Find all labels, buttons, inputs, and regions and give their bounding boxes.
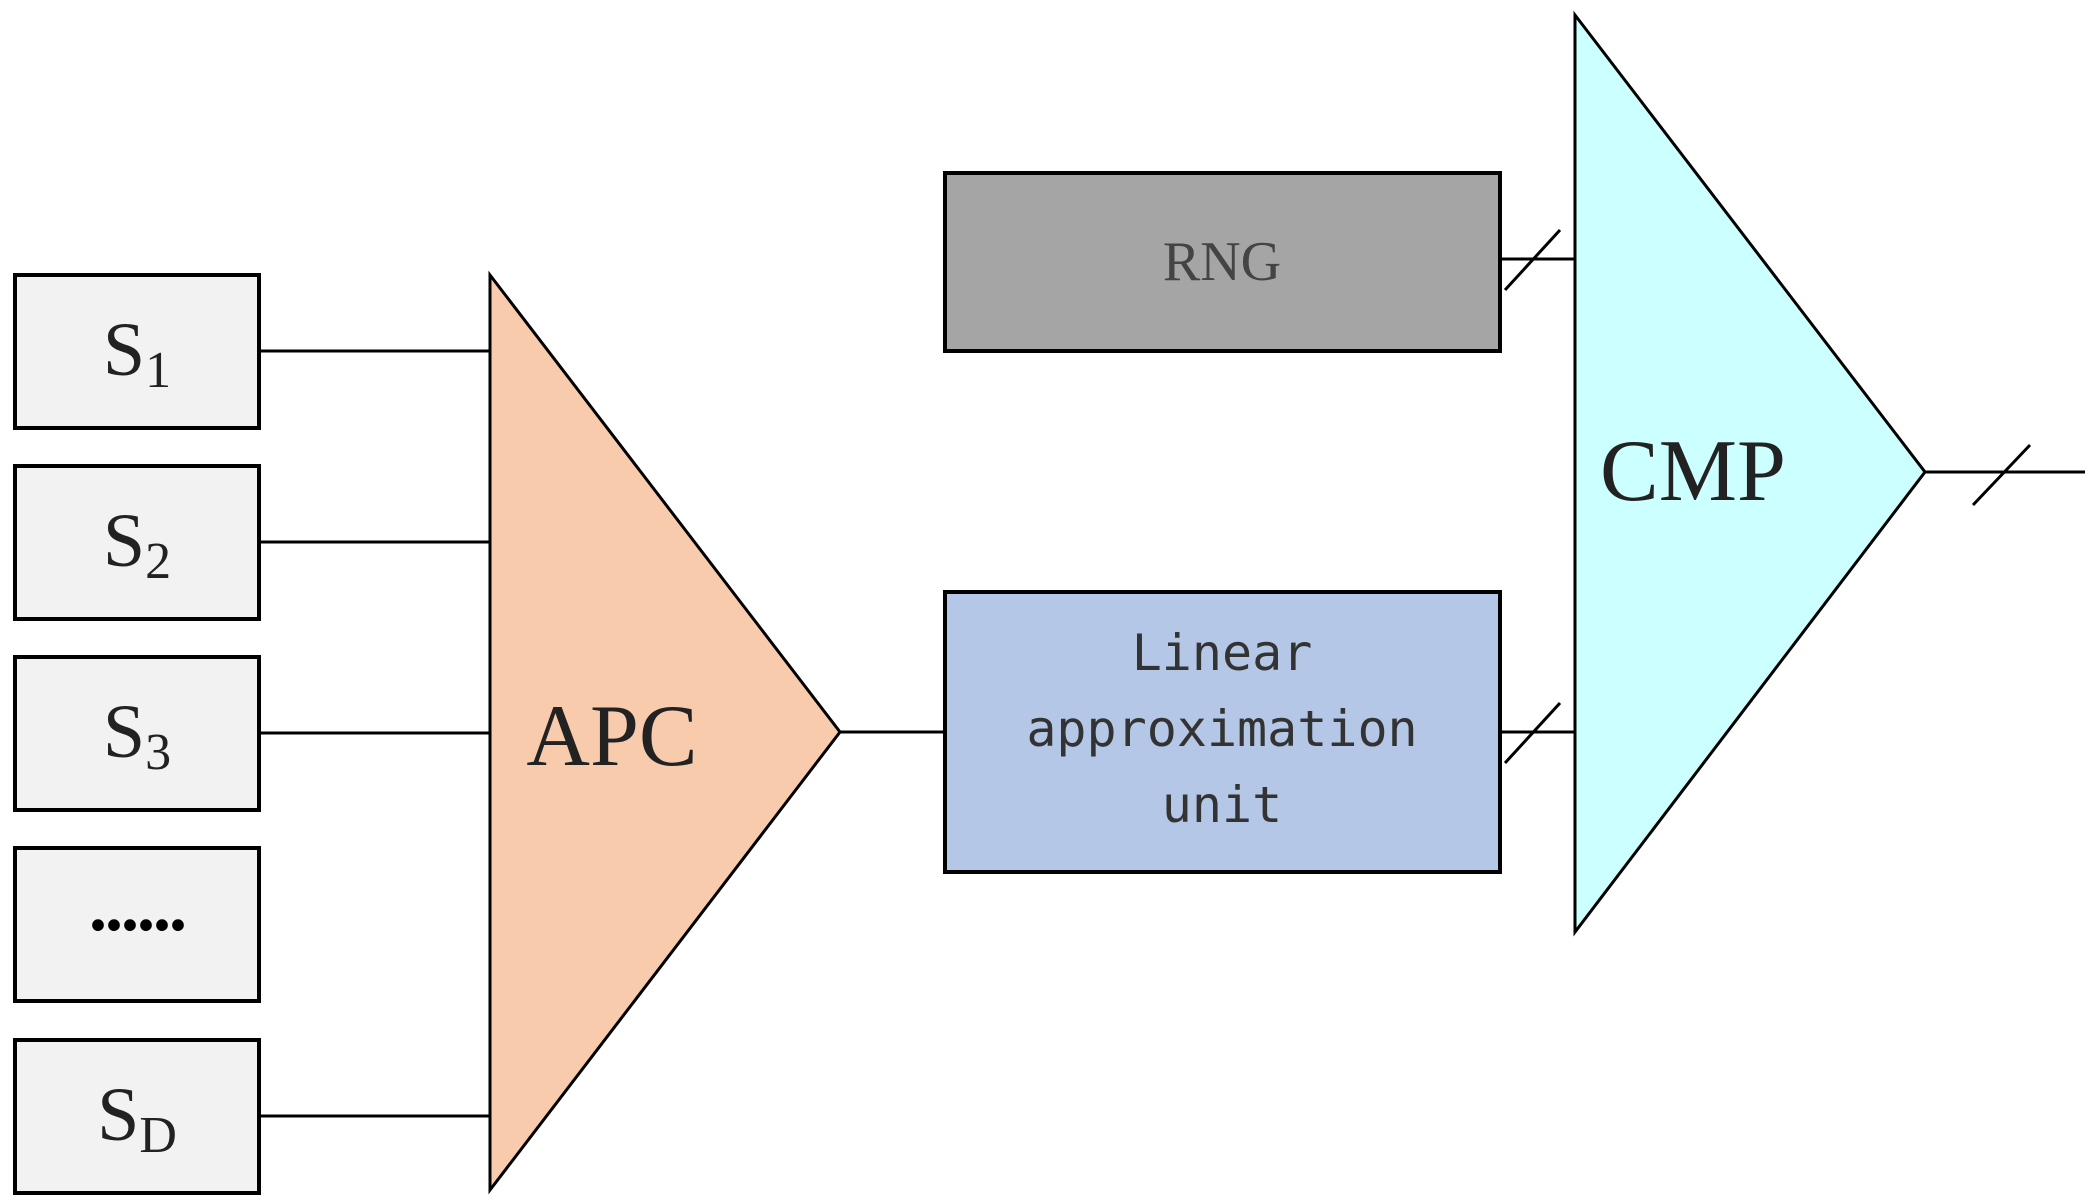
bus-mark-output xyxy=(1971,443,2032,507)
input-wires xyxy=(259,349,490,1118)
input-box-s3: S3 xyxy=(13,655,261,812)
linear-label-line2: approximation xyxy=(1026,700,1417,758)
apc-label: APC xyxy=(526,688,697,785)
input-box-sd: SD xyxy=(13,1038,261,1195)
cmp-label: CMP xyxy=(1600,423,1786,520)
apc-block: APC xyxy=(488,270,842,1195)
input-s1-sub: 1 xyxy=(145,342,171,399)
bus-mark-rng xyxy=(1503,228,1562,292)
cmp-output xyxy=(1925,443,2085,507)
input-s2-sub: 2 xyxy=(145,533,171,590)
svg-text:SD: SD xyxy=(97,1073,177,1164)
input-s3-base: S xyxy=(103,690,145,774)
input-s2-base: S xyxy=(103,499,145,583)
svg-text:S1: S1 xyxy=(103,308,171,399)
input-s1-base: S xyxy=(103,308,145,392)
linear-label-line1: Linear xyxy=(1132,624,1313,682)
input-box-ellipsis: ...... xyxy=(13,846,261,1003)
rng-label: RNG xyxy=(1163,231,1281,293)
linear-label-line3: unit xyxy=(1162,776,1282,834)
input-sd-sub: D xyxy=(139,1107,177,1164)
cmp-input-wires xyxy=(1500,228,1575,765)
svg-text:S3: S3 xyxy=(103,690,171,781)
input-box-s2: S2 xyxy=(13,464,261,621)
linear-approximation-block: Linear approximation unit xyxy=(943,590,1502,874)
input-s3-sub: 3 xyxy=(145,724,171,781)
bus-mark-linear xyxy=(1503,701,1562,765)
input-box-s1: S1 xyxy=(13,273,261,430)
ellipsis-label: ...... xyxy=(89,866,185,946)
rng-block: RNG xyxy=(943,171,1502,353)
input-sd-base: S xyxy=(97,1073,139,1157)
cmp-block: CMP xyxy=(1573,10,1927,937)
svg-text:S2: S2 xyxy=(103,499,171,590)
